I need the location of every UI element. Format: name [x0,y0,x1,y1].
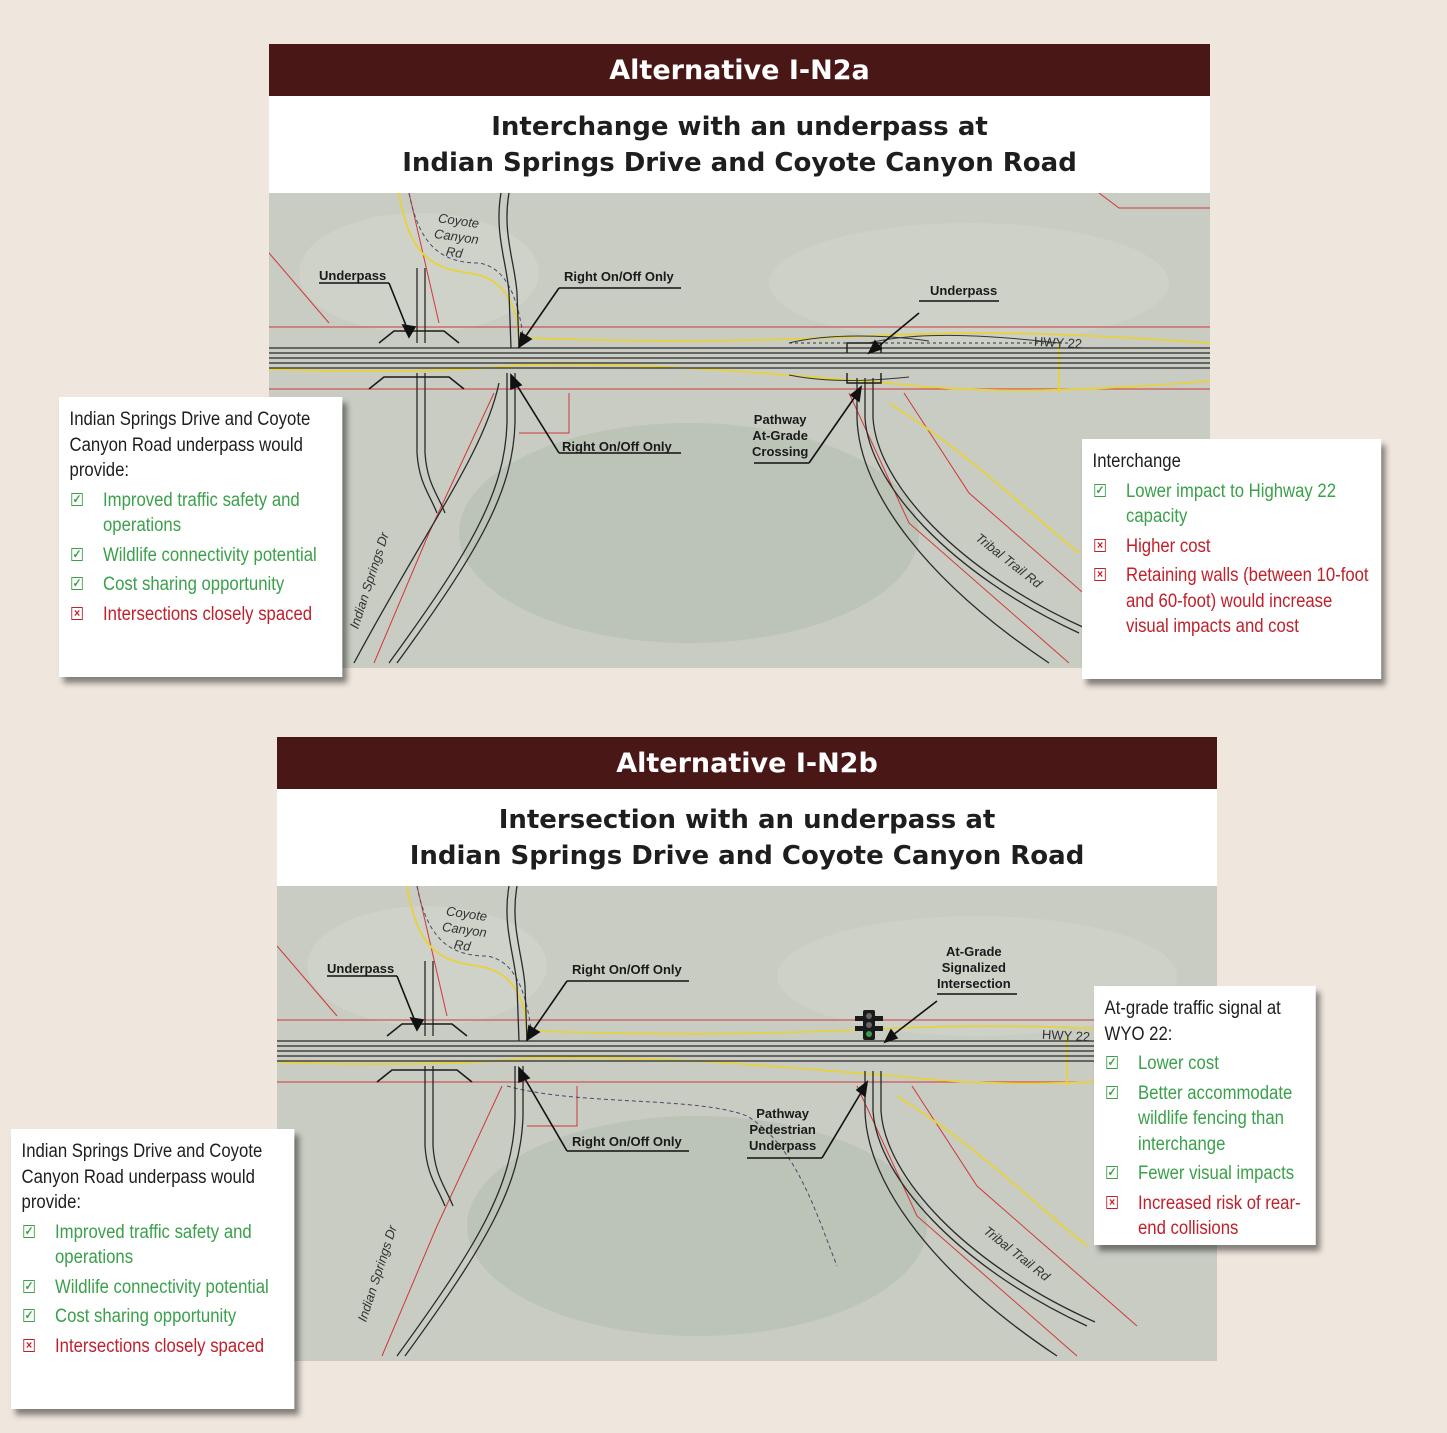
signalized-intersection-label: At-Grade Signalized Intersection [937,944,1011,992]
callout-intro: Interchange [1092,451,1181,472]
x-icon: × [1106,1195,1118,1209]
callout-list: ✓Improved traffic safety and operations … [70,488,332,628]
x-icon: × [1094,538,1106,552]
aerial-map: Underpass Right On/Off Only Underpass Ri… [269,193,1210,668]
check-icon: ✓ [71,491,83,506]
pathway-underpass-label: Pathway Pedestrian Underpass [749,1106,816,1154]
underpass-label-left: Underpass [319,268,387,283]
callout-item-text: Wildlife connectivity potential [103,544,317,566]
callout-intro: Indian Springs Drive and Coyote Canyon R… [69,409,311,481]
callout-item-text: Lower cost [1138,1053,1219,1074]
callout-item: × Increased risk of rear-end collisions [1105,1191,1306,1242]
road-diagram [277,886,1217,1357]
left-callout-b: Indian Springs Drive and Coyote Canyon R… [11,1129,295,1409]
callout-intro: Indian Springs Drive and Coyote Canyon R… [21,1141,263,1213]
callout-item-text: Increased risk of rear-end collisions [1138,1192,1301,1240]
callout-item: ✓ Cost sharing opportunity [70,572,332,598]
aerial-map: Underpass Right On/Off Only At-Grade Sig… [277,886,1217,1361]
callout-item: ✓ Fewer visual impacts [1105,1161,1306,1187]
callout-item-text: Intersections closely spaced [55,1335,265,1357]
panel-subtitle: Interchange with an underpass at Indian … [269,96,1210,193]
underpass-label-left: Underpass [327,961,395,976]
signal-line-1: At-Grade [946,944,1002,959]
left-callout-a: Indian Springs Drive and Coyote Canyon R… [59,397,343,677]
pathway-crossing-label: Pathway At-Grade Crossing [752,412,808,460]
callout-item: ✓ Cost sharing opportunity [22,1304,284,1330]
callout-item-text: Better accommodate wildlife fencing than… [1138,1082,1293,1155]
callout-list: ✓ Lower cost ✓ Better accommodate wildlife… [1105,1051,1306,1242]
traffic-signal-icon [855,1010,883,1040]
right-on-off-label-top: Right On/Off Only [564,269,674,284]
alternative-panel-b: Alternative I-N2b Intersection with an u… [277,737,1217,1361]
callout-item-text: Fewer visual impacts [1138,1163,1295,1184]
callout-item: ✓ Lower cost [1105,1051,1306,1077]
callout-item: × Higher cost [1093,534,1371,560]
x-icon: × [71,606,83,620]
pathway-line-1: Pathway [753,412,807,427]
pathway-line-3: Crossing [752,444,809,459]
callout-list: ✓ Lower impact to Highway 22 capacity × Hi… [1093,479,1371,640]
check-icon: ✓ [1106,1165,1118,1179]
callout-item-text: Improved traffic safety and operations [103,489,300,537]
check-icon: ✓ [23,1278,35,1293]
coyote-canyon-road-label: Coyote Canyon Rd [439,903,490,957]
callout-item: × Intersections closely spaced [70,602,332,628]
check-icon: ✓ [23,1308,35,1322]
callout-item-text: Retaining walls (between 10-foot and 60-… [1126,565,1369,637]
callout-item: ✓ Improved traffic safety and operations [70,488,332,539]
callout-item-text: Higher cost [1126,535,1211,557]
right-on-off-label-bottom: Right On/Off Only [572,1134,682,1149]
callout-item: ✓ Wildlife connectivity potential [22,1275,284,1301]
right-callout-a: Interchange ✓ Lower impact to Highway 22 … [1082,439,1382,679]
x-icon: × [23,1338,35,1352]
callout-intro: At-grade traffic signal at WYO 22: [1104,998,1281,1045]
panel-header: Alternative I-N2a [269,44,1210,96]
callout-item-text: Cost sharing opportunity [55,1306,237,1327]
callout-item: × Intersections closely spaced [22,1334,284,1360]
check-icon: ✓ [1106,1084,1118,1099]
callout-item: × Retaining walls (between 10-foot and 60… [1093,563,1371,640]
callout-item: ✓ Improved traffic safety and operations [22,1220,284,1271]
right-callout-b: At-grade traffic signal at WYO 22: ✓ Lowe… [1094,986,1316,1245]
road-diagram [269,193,1210,664]
hwy-22-label: HWY 22 [1033,333,1083,352]
check-icon: ✓ [71,546,83,561]
callout-item-text: Intersections closely spaced [103,603,313,625]
pathway-line-2: Pedestrian [749,1122,816,1137]
alternative-panel-a: Alternative I-N2a Interchange with an un… [269,44,1210,668]
pathway-line-2: At-Grade [752,428,808,443]
callout-item: ✓ Better accommodate wildlife fencing tha… [1105,1081,1306,1158]
panel-subtitle: Intersection with an underpass at Indian… [277,789,1217,886]
callout-list: ✓Improved traffic safety and operations … [22,1220,284,1360]
callout-item: ✓ Wildlife connectivity potential [70,543,332,569]
subtitle-line-1: Interchange with an underpass at [491,111,988,142]
right-on-off-label-bottom: Right On/Off Only [562,439,672,454]
coyote-canyon-road-label: Coyote Canyon Rd [431,210,482,264]
x-icon: × [1094,568,1106,581]
panel-header: Alternative I-N2b [277,737,1217,789]
check-icon: ✓ [71,576,83,590]
signal-line-2: Signalized [941,960,1006,975]
pathway-line-1: Pathway [756,1106,809,1121]
signal-line-3: Intersection [937,976,1011,991]
right-on-off-label-top: Right On/Off Only [572,962,682,977]
callout-item: ✓ Lower impact to Highway 22 capacity [1093,479,1371,530]
subtitle-line-2: Indian Springs Drive and Coyote Canyon R… [409,840,1085,871]
check-icon: ✓ [1106,1055,1118,1069]
check-icon: ✓ [23,1223,35,1238]
subtitle-line-2: Indian Springs Drive and Coyote Canyon R… [402,147,1077,178]
callout-item-text: Lower impact to Highway 22 capacity [1126,480,1337,528]
underpass-label-right: Underpass [930,283,998,298]
callout-item-text: Wildlife connectivity potential [55,1276,269,1298]
callout-item-text: Cost sharing opportunity [103,574,285,595]
subtitle-line-1: Intersection with an underpass at [498,804,996,835]
pathway-line-3: Underpass [749,1138,817,1153]
hwy-22-label: HWY 22 [1041,1026,1091,1045]
callout-item-text: Improved traffic safety and operations [55,1221,252,1269]
check-icon: ✓ [1094,482,1106,497]
